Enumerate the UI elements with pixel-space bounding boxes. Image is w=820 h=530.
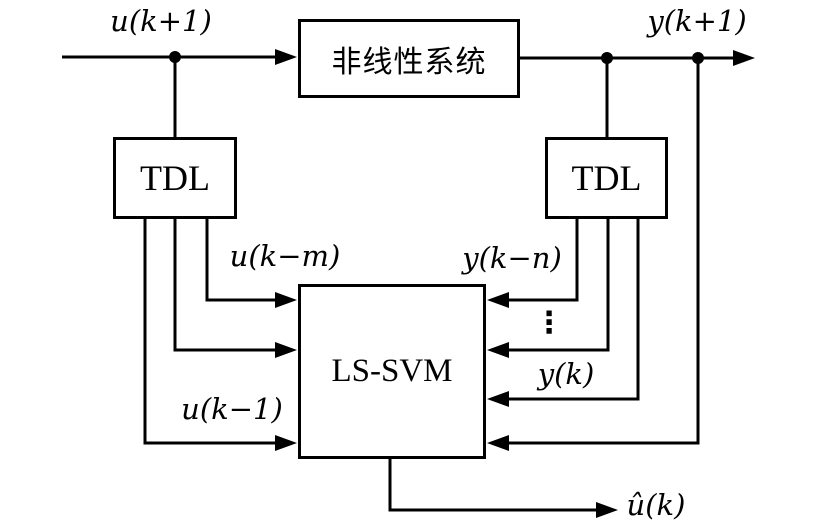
wire-u-hat-output xyxy=(388,458,596,512)
arrowhead-right-4 xyxy=(487,435,509,451)
wire-y-k xyxy=(506,218,640,401)
wire-feedback-right xyxy=(506,58,700,445)
arrowhead-right-2 xyxy=(487,342,509,358)
block-tdl-left: TDL xyxy=(113,137,237,219)
block-tdl-right: TDL xyxy=(545,137,668,219)
arrowhead-left-3 xyxy=(275,435,297,451)
arrowhead-right-3 xyxy=(487,391,509,407)
block-ls-svm-label: LS-SVM xyxy=(331,353,453,389)
arrowhead-left-1 xyxy=(275,292,297,308)
arrowhead-u-hat xyxy=(596,502,618,518)
block-tdl-right-label: TDL xyxy=(571,158,642,198)
signal-label-u-hat-k: û(k) xyxy=(626,488,686,522)
signal-label-u-k-minus-m: u(k−m) xyxy=(229,239,341,273)
wire-y-k-minus-n xyxy=(506,218,579,302)
vertical-ellipsis: ⋮ xyxy=(534,305,564,341)
arrowhead-into-nonlinear xyxy=(275,49,297,65)
signal-label-y-k-plus-1: y(k+1) xyxy=(647,4,747,38)
wire-u-k-minus-m xyxy=(205,218,276,302)
wire-y-mid xyxy=(506,218,610,352)
arrowhead-left-2 xyxy=(275,342,297,358)
signal-label-y-k: y(k) xyxy=(537,357,595,391)
arrowhead-output xyxy=(733,50,755,66)
wire-u-mid xyxy=(173,218,276,352)
block-ls-svm: LS-SVM xyxy=(298,284,486,459)
block-tdl-left-label: TDL xyxy=(140,158,210,198)
block-nonlinear-system: 非线性系统 xyxy=(298,19,520,98)
signal-label-y-k-minus-n: y(k−n) xyxy=(462,241,562,275)
signal-label-u-k-minus-1: u(k−1) xyxy=(181,392,283,426)
arrowhead-right-1 xyxy=(487,292,509,308)
block-nonlinear-system-label: 非线性系统 xyxy=(331,45,487,79)
signal-label-u-k-plus-1: u(k+1) xyxy=(110,4,212,38)
wire-u-k-minus-1 xyxy=(143,218,276,445)
